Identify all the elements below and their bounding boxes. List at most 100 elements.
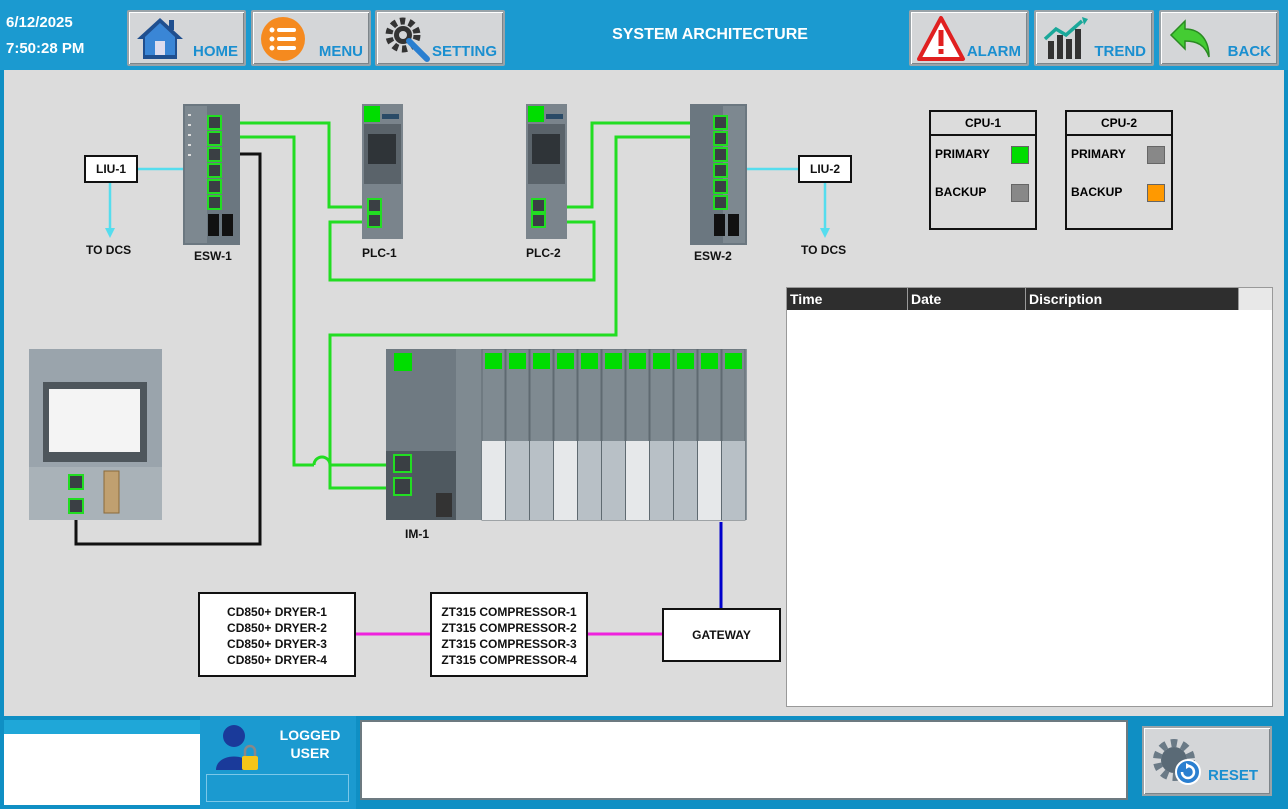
cpu-1-status-panel: CPU-1 PRIMARY BACKUP [929,110,1037,230]
liu-2-box[interactable]: LIU-2 [798,155,852,183]
plc-2-label: PLC-2 [526,246,561,260]
esw-2-label: ESW-2 [694,249,732,263]
cpu-2-status-panel: CPU-2 PRIMARY BACKUP [1065,110,1173,230]
to-dcs-label-2: TO DCS [801,243,847,257]
menu-button[interactable]: MENU [251,10,371,66]
alarm-table-header-filler [1239,288,1272,310]
io-module[interactable] [673,349,698,521]
io-module-status-led [629,353,646,369]
liu-1-label: LIU-1 [96,162,126,176]
network-links [74,121,830,636]
gateway-label: GATEWAY [692,628,751,642]
setting-button-label: SETTING [431,43,497,60]
esw-1-switch[interactable] [183,104,241,246]
io-module-status-led [557,353,574,369]
cpu-2-primary-label: PRIMARY [1071,147,1126,161]
column-header-date[interactable]: Date [908,288,1026,310]
compressor-3: ZT315 COMPRESSOR-3 [441,637,577,651]
liu-1-box[interactable]: LIU-1 [84,155,138,183]
io-module[interactable] [697,349,722,521]
compressor-2: ZT315 COMPRESSOR-2 [441,621,577,635]
cpu-1-title: CPU-1 [931,112,1035,136]
alarm-table-header: Time Date Discription [787,288,1239,310]
setting-button[interactable]: SETTING [375,10,505,66]
menu-button-label: MENU [318,43,363,60]
logged-user-name-field[interactable] [206,774,349,802]
reset-button[interactable]: RESET [1142,726,1272,796]
esw-2-switch[interactable] [690,104,748,246]
im-1-rack[interactable] [386,349,748,521]
cpu-1-primary-row: PRIMARY [931,136,1035,174]
time-text: 7:50:28 PM [6,40,85,57]
io-module-status-led [533,353,550,369]
header-bar: 6/12/2025 7:50:28 PM HOME MENU [0,0,1288,70]
home-icon [137,18,183,59]
cpu-2-primary-row: PRIMARY [1067,136,1171,174]
plc-1-unit[interactable] [362,104,404,240]
cpu-1-backup-row: BACKUP [931,174,1035,212]
home-button-label: HOME [193,43,238,60]
trend-button[interactable]: TREND [1034,10,1154,66]
gear-wrench-icon [385,17,430,62]
io-module[interactable] [601,349,626,521]
io-module-status-led [509,353,526,369]
io-module[interactable] [505,349,530,521]
io-module-status-led [605,353,622,369]
footer-bar: LOGGED USER RESET [0,716,1288,809]
back-arrow-icon [1169,19,1210,58]
io-module-status-led [581,353,598,369]
cpu-1-backup-indicator [1011,184,1029,202]
io-module-status-led [677,353,694,369]
io-module[interactable] [577,349,602,521]
cpu-2-primary-indicator [1147,146,1165,164]
alarm-table[interactable]: Time Date Discription [786,287,1273,707]
page-title: SYSTEM ARCHITECTURE [612,26,808,43]
cpu-2-backup-row: BACKUP [1067,174,1171,212]
column-header-time[interactable]: Time [787,288,908,310]
date-text: 6/12/2025 [6,14,73,31]
dryer-3: CD850+ DRYER-3 [227,637,327,651]
io-module-status-led [485,353,502,369]
footer-blank-panel [4,720,200,805]
io-module-status-led [725,353,742,369]
cpu-1-backup-label: BACKUP [935,185,987,199]
cpu-1-primary-label: PRIMARY [935,147,990,161]
gear-reset-icon [1153,739,1201,785]
liu-2-label: LIU-2 [810,162,840,176]
column-header-description[interactable]: Discription [1026,288,1239,310]
dryer-1: CD850+ DRYER-1 [227,605,327,619]
reset-button-label: RESET [1207,767,1258,784]
home-button[interactable]: HOME [127,10,246,66]
datetime-display: 6/12/2025 7:50:28 PM [6,10,121,62]
gateway-box[interactable]: GATEWAY [662,608,781,662]
io-module[interactable] [529,349,554,521]
user-lock-icon [216,725,258,770]
plc-2-unit[interactable] [526,104,568,240]
cpu-2-backup-indicator [1147,184,1165,202]
io-module[interactable] [481,349,506,521]
back-button[interactable]: BACK [1159,10,1279,66]
hmi-panel-device[interactable] [29,349,163,521]
menu-list-icon [261,17,305,61]
io-module[interactable] [649,349,674,521]
message-box[interactable] [360,720,1128,800]
warning-triangle-icon [917,16,965,61]
trend-button-label: TREND [1094,43,1146,60]
cpu-1-primary-indicator [1011,146,1029,164]
dryer-2: CD850+ DRYER-2 [227,621,327,635]
io-module-status-led [653,353,670,369]
io-module-status-led [701,353,718,369]
dryer-list-box[interactable]: CD850+ DRYER-1 CD850+ DRYER-2 CD850+ DRY… [198,592,356,677]
compressor-list-box[interactable]: ZT315 COMPRESSOR-1 ZT315 COMPRESSOR-2 ZT… [430,592,588,677]
io-module[interactable] [721,349,746,521]
io-module[interactable] [553,349,578,521]
alarm-button-label: ALARM [966,43,1021,60]
architecture-panel: LIU-1 TO DCS LIU-2 TO DCS ESW-1 [4,70,1284,716]
to-dcs-label-1: TO DCS [86,243,132,257]
alarm-button[interactable]: ALARM [909,10,1029,66]
io-module[interactable] [625,349,650,521]
im-1-label: IM-1 [405,527,429,541]
esw-1-label: ESW-1 [194,249,232,263]
logged-user-panel: LOGGED USER [200,716,356,809]
